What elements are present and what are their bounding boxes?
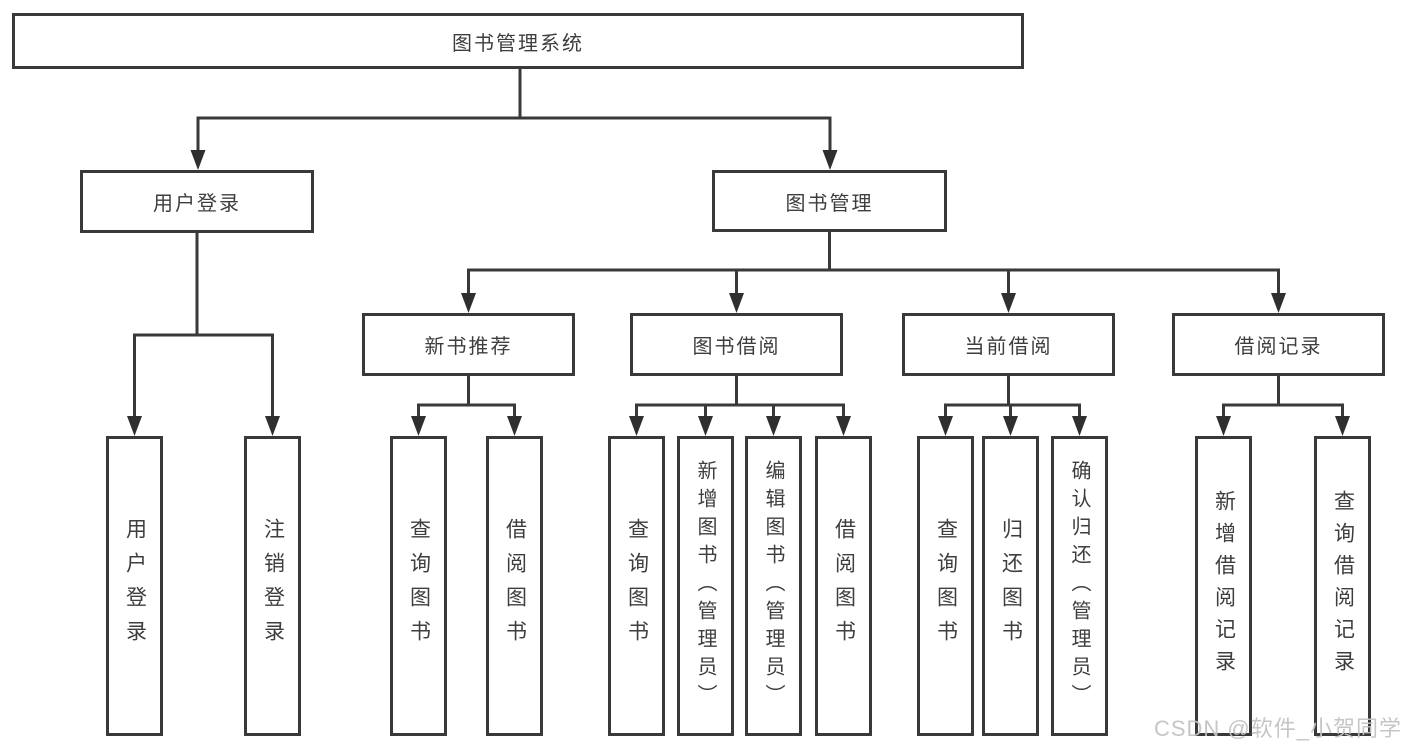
leaf-add-books-admin: 新增图书（管理员） bbox=[677, 436, 734, 736]
leaf-edit-books-admin: 编辑图书（管理员） bbox=[745, 436, 802, 736]
csdn-watermark: CSDN @软件_小贺同学 bbox=[1153, 716, 1402, 741]
leaf-add-borrow-record: 新增借阅记录 bbox=[1195, 436, 1252, 736]
leaf-query-books-recommend: 查询图书 bbox=[390, 436, 447, 736]
leaf-logout: 注销登录 bbox=[244, 436, 301, 736]
leaf-query-borrow-record: 查询借阅记录 bbox=[1314, 436, 1371, 736]
leaf-borrow-books-recommend: 借阅图书 bbox=[486, 436, 543, 736]
leaf-query-books-borrow: 查询图书 bbox=[608, 436, 665, 736]
node-new-book-recommendation: 新书推荐 bbox=[362, 313, 575, 376]
node-book-management: 图书管理 bbox=[712, 170, 947, 232]
node-book-borrowing: 图书借阅 bbox=[630, 313, 843, 376]
node-library-management-system: 图书管理系统 bbox=[12, 13, 1024, 69]
node-user-login: 用户登录 bbox=[80, 170, 314, 233]
leaf-user-login: 用户登录 bbox=[106, 436, 163, 736]
leaf-confirm-return-admin: 确认归还（管理员） bbox=[1051, 436, 1108, 736]
leaf-query-books-current: 查询图书 bbox=[917, 436, 974, 736]
node-borrowing-records: 借阅记录 bbox=[1172, 313, 1385, 376]
node-current-borrowing: 当前借阅 bbox=[902, 313, 1115, 376]
leaf-return-books: 归还图书 bbox=[982, 436, 1039, 736]
leaf-borrow-books: 借阅图书 bbox=[815, 436, 872, 736]
